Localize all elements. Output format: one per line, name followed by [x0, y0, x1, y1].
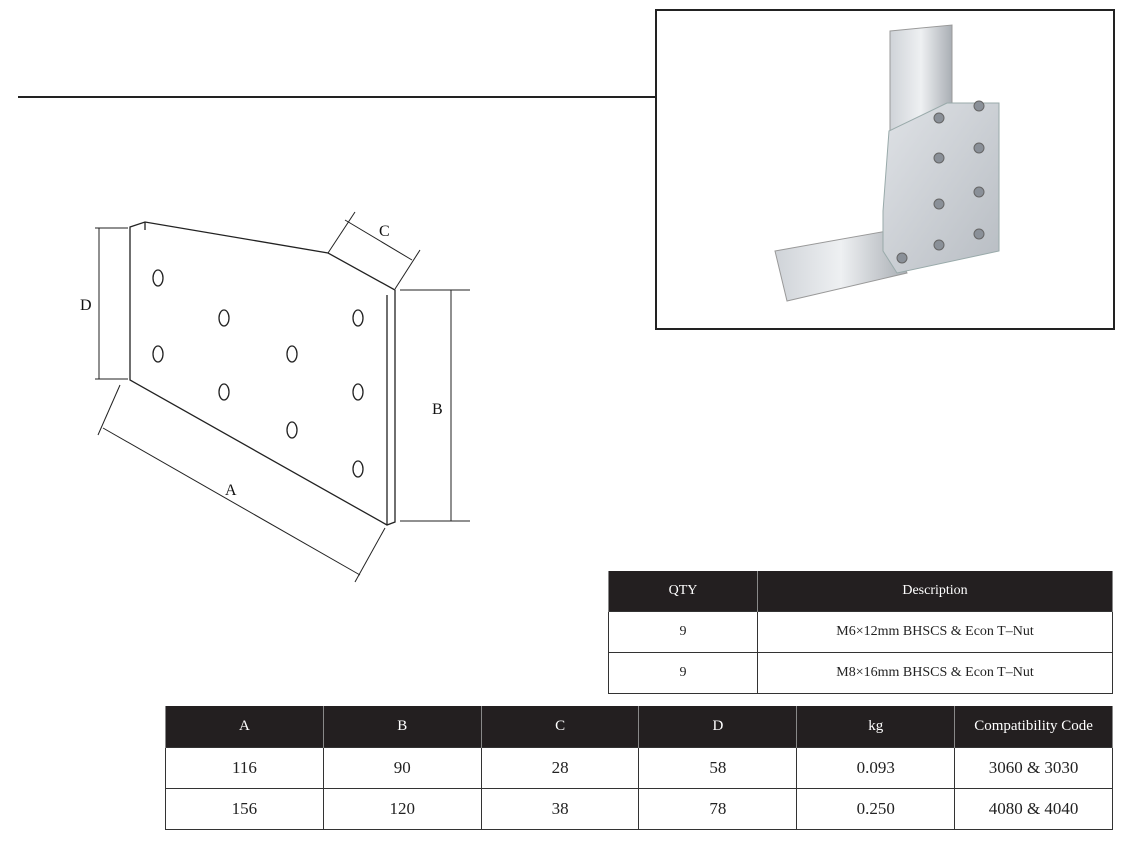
table-row: 116 90 28 58 0.093 3060 & 3030 — [165, 747, 1113, 789]
cell-a: 116 — [165, 747, 324, 789]
header-qty: QTY — [608, 571, 758, 612]
header-d: D — [638, 706, 798, 748]
dimension-spec-table: A B C D kg Compatibility Code 116 90 28 … — [165, 706, 1113, 830]
dim-label-a: A — [225, 482, 237, 499]
dim-label-c: C — [379, 223, 390, 240]
header-kg: kg — [796, 706, 956, 748]
dimension-lines — [95, 211, 470, 583]
header-description: Description — [757, 571, 1113, 612]
header-b: B — [322, 706, 482, 748]
cell-kg: 0.250 — [796, 788, 956, 830]
dim-label-d: D — [80, 297, 92, 314]
cell-kg: 0.093 — [796, 747, 956, 789]
cell-description: M6×12mm BHSCS & Econ T–Nut — [757, 611, 1113, 653]
product-photo-frame — [655, 9, 1115, 330]
cell-qty: 9 — [608, 611, 758, 653]
mounting-holes — [152, 269, 364, 478]
table-header-row: A B C D kg Compatibility Code — [165, 706, 1113, 748]
header-c: C — [480, 706, 640, 748]
cell-compatibility-code: 3060 & 3030 — [954, 747, 1113, 789]
header-rule — [18, 96, 658, 98]
hardware-table: QTY Description 9 M6×12mm BHSCS & Econ T… — [608, 571, 1113, 694]
cell-qty: 9 — [608, 652, 758, 694]
cell-c: 38 — [480, 788, 640, 830]
cell-a: 156 — [165, 788, 324, 830]
table-row: 9 M6×12mm BHSCS & Econ T–Nut — [608, 611, 1113, 653]
header-a: A — [165, 706, 324, 748]
header-compatibility-code: Compatibility Code — [954, 706, 1113, 748]
cell-c: 28 — [480, 747, 640, 789]
cell-description: M8×16mm BHSCS & Econ T–Nut — [757, 652, 1113, 694]
dim-label-b: B — [432, 401, 443, 418]
cell-d: 58 — [638, 747, 798, 789]
table-header-row: QTY Description — [608, 571, 1113, 612]
technical-drawing: A B C D — [80, 211, 470, 583]
cell-compatibility-code: 4080 & 4040 — [954, 788, 1113, 830]
plate-outline — [129, 221, 396, 526]
corner-bracket-photo — [774, 24, 1000, 302]
cell-d: 78 — [638, 788, 798, 830]
cell-b: 90 — [322, 747, 482, 789]
cell-b: 120 — [322, 788, 482, 830]
table-row: 9 M8×16mm BHSCS & Econ T–Nut — [608, 652, 1113, 694]
table-row: 156 120 38 78 0.250 4080 & 4040 — [165, 788, 1113, 830]
